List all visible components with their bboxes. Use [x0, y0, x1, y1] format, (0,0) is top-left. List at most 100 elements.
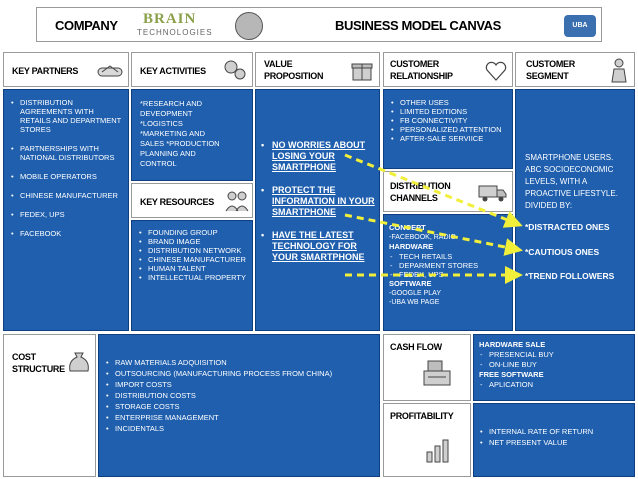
segment-item: *TREND FOLLOWERS — [525, 271, 615, 281]
concept-item: -FACEBOOK, RADIO — [389, 234, 456, 241]
handshake-icon — [97, 65, 123, 77]
list-item: APLICATION — [479, 380, 630, 390]
key-activities-body: *RESEARCH AND DEVEOPMENT *LOGISTICS *MAR… — [131, 89, 253, 181]
list-item: FEDEX, UPS — [10, 210, 124, 219]
list-item: RAW MATERIALS ADQUISITION — [105, 357, 375, 368]
list-item: INCIDENTALS — [105, 423, 375, 434]
logo-text-technologies: TECHNOLOGIES — [137, 28, 213, 37]
distribution-channels-title-line1: DISTRIBUTION — [390, 181, 451, 191]
list-item: CHINESE MANUFACTURER — [138, 255, 248, 264]
list-item: HAVE THE LATEST TECHNOLOGY FOR YOUR SMAR… — [260, 230, 375, 263]
activity-line: SALES *PRODUCTION — [140, 139, 220, 148]
list-item: DISTRIBUTION AGREEMENTS WITH RETAILS AND… — [10, 98, 124, 134]
logo-text-brain: BRAIN — [143, 11, 197, 27]
customer-segment-title: CUSTOMER SEGMENT — [526, 58, 575, 82]
software-item: -UBA WB PAGE — [389, 299, 440, 306]
brain-logo-icon — [235, 12, 263, 40]
customer-relationship-title-line1: CUSTOMER — [390, 59, 439, 69]
money-bag-icon — [69, 352, 89, 372]
list-item: FB CONNECTIVITY — [390, 116, 508, 125]
person-icon — [611, 58, 627, 83]
customer-relationship-list: OTHER USES LIMITED EDITIONS FB CONNECTIV… — [390, 98, 508, 143]
key-resources-list: FOUNDING GROUP BRAND IMAGE DISTRIBUTION … — [138, 228, 248, 282]
key-partners-list: DISTRIBUTION AGREEMENTS WITH RETAILS AND… — [10, 98, 124, 238]
company-logo: BRAIN TECHNOLOGIES — [137, 11, 267, 40]
cost-structure-title-line2: STRUCTURE — [12, 364, 65, 374]
list-item: INTELLECTUAL PROPERTY — [138, 273, 248, 282]
distribution-channels-title-line2: CHANNELS — [390, 193, 438, 203]
customer-relationship-body: OTHER USES LIMITED EDITIONS FB CONNECTIV… — [383, 89, 513, 169]
value-proposition-body: NO WORRIES ABOUT LOSING YOUR SMARTPHONE … — [255, 89, 380, 331]
list-item: MOBILE OPERATORS — [10, 172, 124, 181]
value-proposition-header: VALUE PROPOSITION — [255, 52, 380, 87]
activity-line: *LOGISTICS — [140, 119, 183, 128]
list-item: PARTNERSHIPS WITH NATIONAL DISTRIBUTORS — [10, 144, 124, 162]
list-item: ENTERPRISE MANAGEMENT — [105, 412, 375, 423]
value-proposition-title-line2: PROPOSITION — [264, 71, 324, 81]
customer-segment-body: SMARTPHONE USERS. ABC SOCIOECONOMIC LEVE… — [515, 89, 635, 331]
hardware-list: TECH RETAILS DEPARMENT STORES FEDEX, UPS — [389, 252, 508, 279]
activity-line: DEVEOPMENT — [140, 109, 193, 118]
key-partners-title: KEY PARTNERS — [12, 66, 79, 76]
customer-segment-title-line2: SEGMENT — [526, 71, 569, 81]
list-item: DISTRIBUTION NETWORK — [138, 246, 248, 255]
profitability-title: PROFITABILITY — [390, 411, 454, 421]
list-item: BRAND IMAGE — [138, 237, 248, 246]
key-resources-header: KEY RESOURCES — [131, 183, 253, 218]
list-item: PRESENCIAL BUY — [479, 350, 630, 360]
cost-structure-body: RAW MATERIALS ADQUISITION OUTSOURCING (M… — [98, 334, 380, 477]
customer-segment-title-line1: CUSTOMER — [526, 59, 575, 69]
list-item: FEDEX, UPS — [389, 270, 508, 279]
segment-item: *CAUTIOUS ONES — [525, 247, 600, 257]
list-item: PERSONALIZED ATTENTION — [390, 125, 508, 134]
list-item: DEPARMENT STORES — [389, 261, 508, 270]
list-item: NET PRESENT VALUE — [479, 437, 630, 448]
distribution-channels-title: DISTRIBUTION CHANNELS — [390, 180, 451, 204]
hardware-sale-label: HARDWARE SALE — [479, 340, 546, 349]
customer-relationship-title-line2: RELATIONSHIP — [390, 71, 453, 81]
distribution-channels-body: CONCEPT -FACEBOOK, RADIO HARDWARE TECH R… — [383, 214, 513, 331]
list-item: PROTECT THE INFORMATION IN YOUR SMARTPHO… — [260, 185, 375, 218]
list-item: FACEBOOK — [10, 229, 124, 238]
profitability-list: INTERNAL RATE OF RETURN NET PRESENT VALU… — [479, 426, 630, 448]
list-item: OUTSOURCING (MANUFACTURING PROCESS FROM … — [105, 368, 375, 379]
value-proposition-title: VALUE PROPOSITION — [264, 58, 324, 82]
key-activities-header: KEY ACTIVITIES — [131, 52, 253, 87]
list-item: LIMITED EDITIONS — [390, 107, 508, 116]
list-item: STORAGE COSTS — [105, 401, 375, 412]
key-partners-header: KEY PARTNERS — [3, 52, 129, 87]
key-resources-title: KEY RESOURCES — [140, 197, 214, 207]
cash-flow-body: HARDWARE SALE PRESENCIAL BUY ON-LINE BUY… — [473, 334, 635, 401]
uba-badge: UBA — [564, 15, 596, 37]
list-item: INTERNAL RATE OF RETURN — [479, 426, 630, 437]
free-software-list: APLICATION — [479, 380, 630, 390]
list-item: FOUNDING GROUP — [138, 228, 248, 237]
cash-flow-header: CASH FLOW — [383, 334, 471, 401]
list-item: NO WORRIES ABOUT LOSING YOUR SMARTPHONE — [260, 140, 375, 173]
cost-structure-header: COST STRUCTURE — [3, 334, 96, 477]
concept-label: CONCEPT — [389, 223, 426, 232]
profitability-body: INTERNAL RATE OF RETURN NET PRESENT VALU… — [473, 403, 635, 477]
activity-line: CONTROL — [140, 159, 177, 168]
truck-icon — [478, 185, 507, 202]
cost-structure-title: COST STRUCTURE — [12, 351, 65, 375]
cost-structure-list: RAW MATERIALS ADQUISITION OUTSOURCING (M… — [105, 357, 375, 434]
list-item: HUMAN TALENT — [138, 264, 248, 273]
customer-relationship-header: CUSTOMER RELATIONSHIP — [383, 52, 513, 87]
activity-line: PLANNING AND — [140, 149, 196, 158]
distribution-channels-header: DISTRIBUTION CHANNELS — [383, 171, 513, 212]
gift-icon — [351, 63, 373, 81]
key-activities-title: KEY ACTIVITIES — [140, 66, 206, 76]
cost-structure-title-line1: COST — [12, 352, 36, 362]
heart-icon — [485, 61, 507, 81]
cash-register-icon — [423, 360, 451, 386]
key-resources-body: FOUNDING GROUP BRAND IMAGE DISTRIBUTION … — [131, 220, 253, 331]
profit-chart-icon — [426, 439, 449, 463]
canvas-title: BUSINESS MODEL CANVAS — [335, 18, 501, 33]
activity-line: *MARKETING AND — [140, 129, 206, 138]
header-bar: COMPANY BRAIN TECHNOLOGIES BUSINESS MODE… — [36, 7, 602, 42]
software-item: -GOOGLE PLAY — [389, 290, 441, 297]
list-item: CHINESE MANUFACTURER — [10, 191, 124, 200]
segment-description: SMARTPHONE USERS. ABC SOCIOECONOMIC LEVE… — [525, 153, 618, 210]
value-proposition-list: NO WORRIES ABOUT LOSING YOUR SMARTPHONE … — [260, 140, 375, 263]
